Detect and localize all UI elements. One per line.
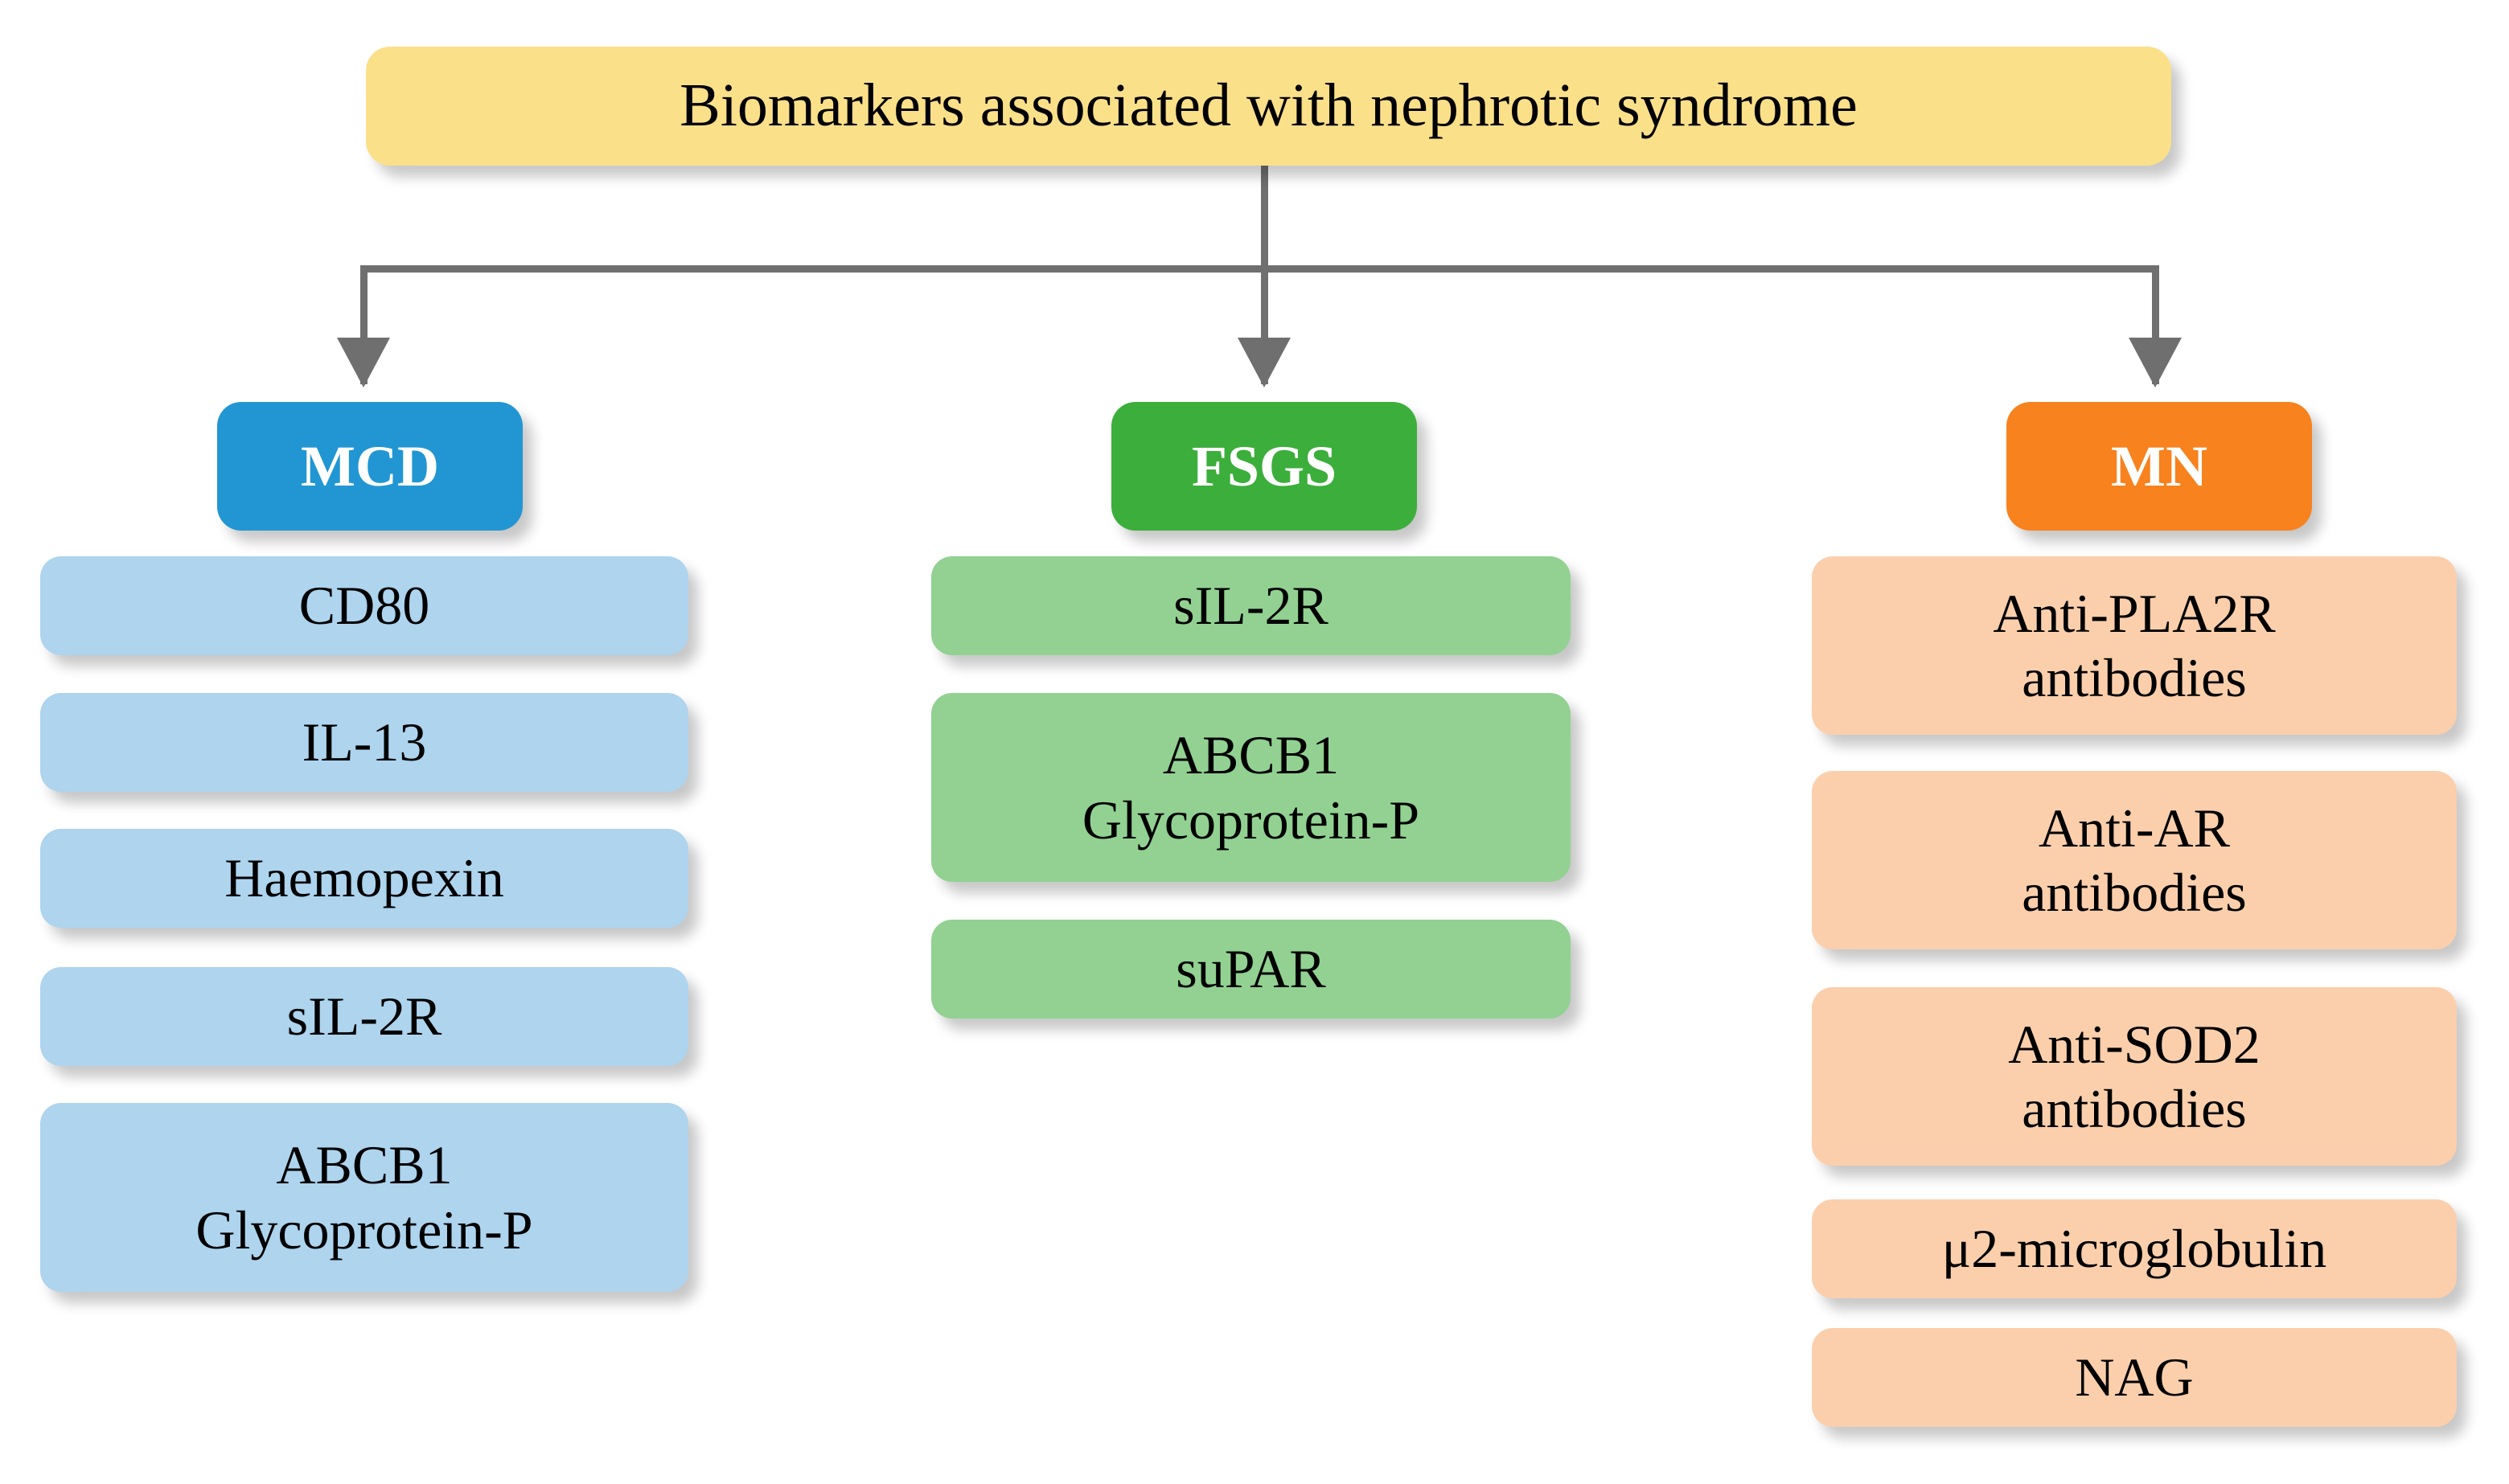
biomarker-label: ABCB1 Glycoprotein-P: [48, 1133, 680, 1261]
biomarker-label-line2: Glycoprotein-P: [1082, 789, 1420, 851]
biomarker-box: Anti-AR antibodies: [1812, 771, 2457, 949]
biomarker-box: suPAR: [931, 920, 1571, 1019]
connector-branch-mn: [2152, 265, 2159, 384]
biomarker-label: NAG: [2075, 1347, 2194, 1408]
biomarker-box: sIL-2R: [40, 967, 688, 1066]
biomarker-box: IL-13: [40, 693, 688, 792]
biomarker-label-line2: antibodies: [2022, 647, 2247, 708]
biomarker-label-line1: Anti-PLA2R: [1993, 582, 2276, 644]
biomarker-label: suPAR: [1176, 938, 1326, 1000]
connector-branch-fsgs: [1261, 265, 1268, 384]
biomarker-label: μ2-microglobulin: [1941, 1218, 2327, 1280]
biomarker-label: Anti-AR antibodies: [1820, 796, 2449, 924]
biomarker-label: Haemopexin: [224, 847, 504, 909]
biomarker-box: CD80: [40, 556, 688, 655]
category-header-mcd-label: MCD: [301, 433, 439, 498]
root-title-box: Biomarkers associated with nephrotic syn…: [366, 47, 2171, 166]
category-header-mn: MN: [2006, 402, 2312, 531]
biomarker-label-line2: antibodies: [2022, 1078, 2247, 1139]
biomarker-label: sIL-2R: [286, 986, 442, 1047]
biomarker-box: NAG: [1812, 1328, 2457, 1427]
biomarker-label: sIL-2R: [1173, 575, 1328, 637]
biomarker-label-line1: ABCB1: [1162, 724, 1340, 786]
biomarker-box: ABCB1 Glycoprotein-P: [40, 1103, 688, 1292]
biomarker-label: CD80: [298, 575, 430, 637]
biomarker-label-line2: antibodies: [2022, 862, 2247, 923]
arrow-head-mcd-icon: [337, 338, 390, 387]
category-header-mcd: MCD: [217, 402, 523, 531]
biomarker-label: Anti-SOD2 antibodies: [1820, 1012, 2449, 1141]
biomarker-box: Haemopexin: [40, 829, 688, 928]
biomarker-box: sIL-2R: [931, 556, 1571, 655]
biomarker-label: ABCB1 Glycoprotein-P: [939, 723, 1562, 851]
biomarker-label-line1: ABCB1: [276, 1134, 453, 1196]
biomarker-label: Anti-PLA2R antibodies: [1820, 581, 2449, 710]
arrow-head-mn-icon: [2129, 338, 2182, 387]
biomarker-label: IL-13: [302, 711, 427, 773]
arrow-head-fsgs-icon: [1238, 338, 1291, 387]
biomarker-box: ABCB1 Glycoprotein-P: [931, 693, 1571, 882]
connector-branch-mcd: [360, 265, 368, 384]
biomarker-box: Anti-SOD2 antibodies: [1812, 987, 2457, 1166]
biomarker-box: μ2-microglobulin: [1812, 1199, 2457, 1298]
category-header-mn-label: MN: [2111, 433, 2207, 498]
biomarker-label-line1: Anti-AR: [2039, 797, 2230, 859]
category-header-fsgs: FSGS: [1111, 402, 1417, 531]
connector-root-stem: [1261, 166, 1268, 272]
biomarker-label-line1: Anti-SOD2: [2008, 1013, 2261, 1075]
category-header-fsgs-label: FSGS: [1191, 433, 1337, 498]
biomarker-label-line2: Glycoprotein-P: [195, 1199, 533, 1261]
biomarker-box: Anti-PLA2R antibodies: [1812, 556, 2457, 735]
root-title-label: Biomarkers associated with nephrotic syn…: [680, 72, 1858, 140]
